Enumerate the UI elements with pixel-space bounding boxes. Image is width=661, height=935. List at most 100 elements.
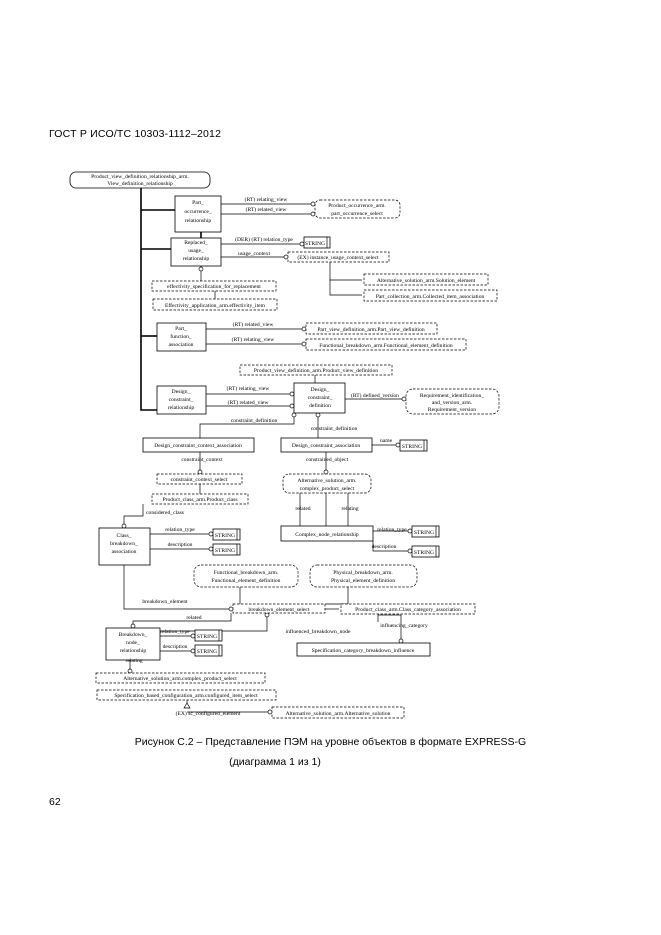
req-label-2: and_version_arm.	[432, 400, 473, 406]
string-box-2	[399, 439, 428, 452]
string-label-6: STRING	[414, 550, 434, 556]
eff-sel-box	[151, 280, 277, 292]
label-description-1: description	[168, 542, 193, 548]
pcol-label: Part_collection_arm.Collected_item_assoc…	[376, 294, 485, 300]
pvdr-label-1: Product_view_definition_relationship_arm…	[91, 173, 189, 180]
pvd-pvd-box	[305, 322, 438, 335]
aspc-label-1: Alternative_solution_arm.	[298, 478, 357, 484]
dcd-to-dcca	[199, 413, 295, 438]
string-label-7: STRING	[197, 634, 217, 640]
label-relating-2: relating	[125, 658, 142, 664]
label-related: related	[295, 506, 310, 512]
poa-label-2: part_occurrence_select	[331, 211, 383, 217]
eff-app-box	[152, 298, 278, 311]
dcd-label-3: definition	[309, 402, 331, 409]
pfa-label-3: association	[169, 342, 194, 348]
cnr-box	[280, 525, 374, 542]
label-description-3: description	[163, 644, 188, 650]
string-label-2: STRING	[402, 444, 422, 450]
pcca-label: Product_class_arm.Class_category_associa…	[355, 607, 461, 613]
ccs-label: constraint_context_select	[171, 477, 228, 483]
label-constrained-object: constrained_object	[306, 457, 349, 463]
string-box-5	[411, 525, 440, 538]
fbd-fed-label: Functional_breakdown_arm.Functional_elem…	[319, 342, 453, 349]
page-number: 62	[49, 796, 61, 808]
pcol-box	[363, 289, 498, 302]
string-box-4	[212, 543, 241, 556]
poc-label-1: Part_	[192, 200, 204, 206]
rep-label-3: relationship	[183, 256, 210, 262]
label-influencing-category: influencing_category	[380, 622, 428, 629]
figure-caption: Рисунок С.2 – Представление ПЭМ на уровн…	[134, 736, 527, 748]
string-label-5: STRING	[414, 530, 434, 536]
pvd-arm-label: Product_view_definition_arm.Product_view…	[254, 367, 378, 374]
label-dcr-related: (RT) related_view	[228, 399, 270, 406]
scbi-box	[296, 642, 431, 657]
label-relation-type-3: relation_type	[160, 629, 190, 635]
label-description-2: description	[372, 544, 397, 550]
dcr-label-1: Design_	[172, 389, 191, 395]
as-as-label: Alternative_solution_arm.Alternative_sol…	[286, 711, 391, 717]
string-box-7	[194, 629, 223, 642]
label-relation-type-2: relation_type	[377, 527, 407, 533]
aspc-label-2: complex_product_select	[300, 486, 355, 492]
cnr-desc-line	[372, 541, 408, 552]
poc-label-3: relationship	[185, 218, 212, 224]
bes-to-bnr	[132, 613, 232, 628]
alt-sol-box	[363, 273, 489, 286]
ccs-box	[156, 473, 243, 485]
dcd-box	[293, 382, 346, 414]
label-usage-context: usage_context	[238, 251, 270, 257]
string-label-4: STRING	[215, 548, 235, 554]
trunk-line	[140, 188, 157, 411]
label-pfa-related: (RT) related_view	[233, 321, 275, 328]
inst-to-alt	[329, 262, 362, 281]
dcca-box	[142, 437, 255, 453]
cba-label-2: breakdown_	[110, 541, 138, 547]
pvd-pvd-label: Part_view_definition_arm.Part_view_defin…	[317, 326, 425, 333]
pbd-box	[309, 564, 418, 588]
label-breakdown-element: breakdown_element	[142, 599, 188, 605]
as-cps-box	[95, 672, 266, 684]
cba-label-3: association	[112, 549, 137, 555]
pcpc-box	[151, 493, 249, 505]
inst-sel-label: (EX) instance_usage_context_select	[297, 254, 379, 261]
bnr-label-1: Breakdown_	[119, 632, 148, 638]
label-defined-version: (RT) defined_version	[351, 392, 399, 399]
alt-sol-label: Alternative_solution_arm.Solution_elemen…	[377, 278, 476, 284]
rep-box	[170, 237, 222, 267]
inst-sel-box	[287, 251, 390, 263]
label-constraint-definition-1: constraint_definition	[231, 417, 278, 424]
label-relation-type-1: relation_type	[165, 527, 195, 533]
label-related-view: (RT) related_view	[246, 206, 288, 213]
dcd-label-1: Design_	[311, 387, 330, 393]
cba-label-1: Class_	[117, 533, 132, 539]
req-label-3: Requirement_version	[428, 407, 476, 413]
fbd-fed-box	[305, 338, 467, 351]
pvdr-label-2: View_definition_relationship	[107, 180, 173, 187]
pfa-box	[156, 322, 207, 352]
label-considered-class: considered_class	[146, 510, 184, 516]
string-box-1	[303, 236, 331, 249]
poc-label-2: occurrence_	[184, 209, 212, 215]
bes-box	[232, 603, 326, 614]
bnr-box	[105, 627, 161, 661]
cnr-label: Complex_node_relationship	[295, 532, 359, 538]
label-related-2: related	[186, 615, 201, 621]
aspc-box	[282, 473, 372, 494]
cba-to-bes	[123, 565, 229, 610]
dcr-label-3: relationship	[168, 405, 195, 411]
string-label-1: STRING	[305, 241, 325, 247]
string-box-8	[194, 644, 223, 657]
poc-box	[174, 195, 222, 233]
pcpc-to-cba	[123, 504, 144, 528]
as-cps-label: Alternative_solution_arm.complex_product…	[123, 676, 237, 682]
pvd-arm-box	[239, 364, 393, 376]
pcca-box	[340, 603, 476, 615]
eff-sel-label: effectivity_specification_for_replacemen…	[167, 283, 261, 290]
label-constraint-context: constraint_context	[181, 457, 223, 463]
label-name: name	[380, 438, 393, 444]
label-dcr-relating: (RT) relating_view	[227, 385, 271, 392]
sbc-box	[96, 689, 277, 701]
